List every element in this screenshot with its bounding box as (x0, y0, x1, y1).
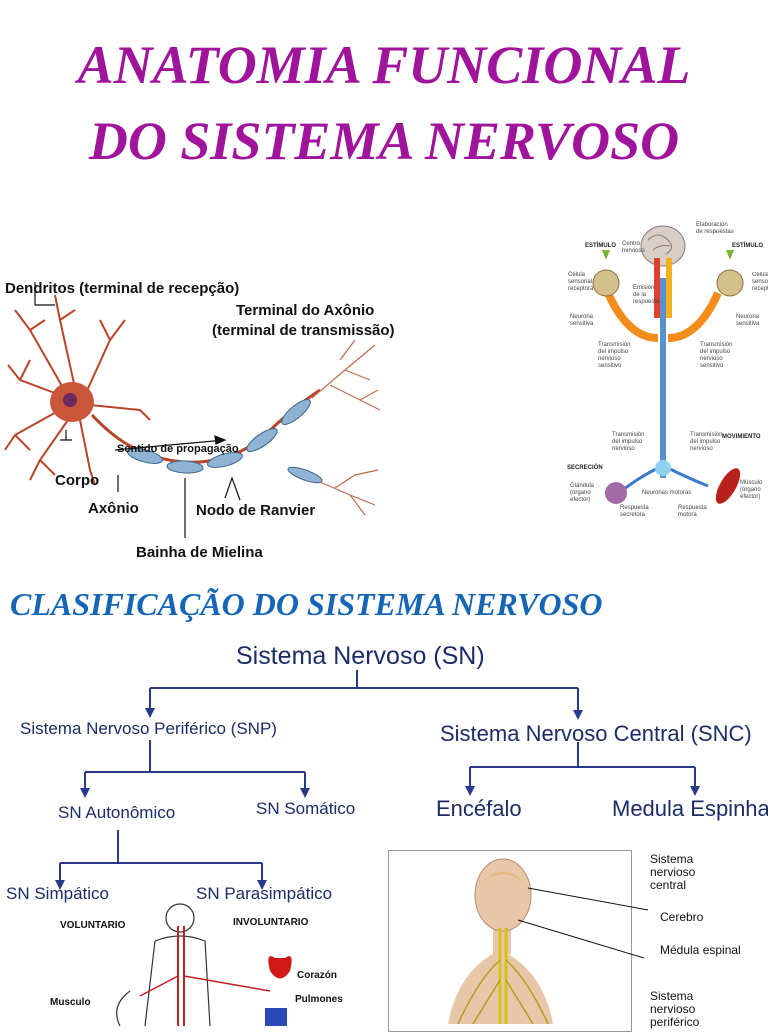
label-terminal-axonio: Terminal do Axônio (236, 302, 375, 319)
label-snc-line3: central (650, 878, 687, 892)
label-respuesta-secretora: Respuesta secretora (620, 505, 649, 518)
label-snp-line1: Sistema (650, 989, 694, 1003)
label-snc-line1: Sistema (650, 852, 694, 866)
label-sentido-propagacao: Sentido de propagação (117, 443, 239, 455)
label-snp-line3: periférico (650, 1015, 700, 1029)
label-snp-line2: nervioso (650, 1002, 696, 1016)
label-celula-left: Célula sensorial receptora (568, 272, 594, 292)
label-corazon: Corazón (297, 970, 337, 981)
label-neurona-left: Neurona sensitiva (570, 314, 594, 327)
label-medula-espinal: Médula espinal (660, 943, 741, 957)
label-bainha-mielina: Bainha de Mielina (136, 544, 263, 561)
muscle-icon (715, 468, 741, 504)
label-transmision-motor-right: Transmisión del impulso nervioso (690, 432, 723, 452)
label-neuronas-motoras: Neuronas motoras (642, 490, 692, 496)
label-secrecion: SECRECIÓN (567, 465, 603, 471)
label-estimulo-left: ESTÍMULO (585, 243, 616, 249)
receptor-cell-right (716, 269, 744, 297)
tree-medula: Medula Espinhal (612, 796, 768, 821)
reflex-arc-diagram (592, 225, 744, 504)
gland-icon (605, 482, 627, 504)
axon-terminals (311, 339, 381, 516)
heart-icon (268, 956, 292, 979)
label-estimulo-right: ESTÍMULO (732, 243, 763, 249)
neuron-diagram (4, 282, 381, 538)
tree-parasimpatico: SN Parasimpático (196, 884, 333, 903)
nucleus (63, 393, 77, 407)
label-transmision-motor-left: Transmisión del impulso nervioso (612, 432, 645, 452)
label-involuntario: INVOLUNTARIO (233, 917, 309, 928)
label-axonio: Axônio (88, 500, 139, 517)
page-title-line2: DO SISTEMA NERVOSO (88, 111, 680, 171)
dendrites (4, 294, 151, 486)
label-emision: Emisión de la respuesta (633, 285, 660, 305)
label-pulmones: Pulmones (295, 994, 343, 1005)
label-corpo: Corpo (55, 472, 100, 489)
tree-autonomico: SN Autonômico (58, 803, 176, 822)
myelin-sheath (127, 399, 323, 484)
tree-encefalo: Encéfalo (436, 796, 522, 821)
label-celula-right: Célula sensorial receptora (752, 272, 768, 292)
label-transmision-right: Transmisión del impulso nervioso sensiti… (700, 342, 733, 369)
tree-snc: Sistema Nervoso Central (SNC) (440, 721, 752, 746)
lungs-icon (265, 1008, 287, 1026)
label-snc-line2: nervioso (650, 865, 696, 879)
label-centro: Centro nervioso (622, 241, 645, 254)
label-transmision-left: Transmisión del impulso nervioso sensiti… (598, 342, 631, 369)
label-cerebro: Cerebro (660, 910, 704, 924)
tree-snp: Sistema Nervoso Periférico (SNP) (20, 719, 277, 738)
label-glandula: Glándula (órgano efector) (570, 483, 595, 503)
autonomic-figure (116, 903, 292, 1027)
page-title-line1: ANATOMIA FUNCIONAL (77, 35, 691, 95)
body-figure (448, 858, 649, 1025)
label-neurona-right: Neurona sensitiva (736, 314, 760, 327)
label-nodo-ranvier: Nodo de Ranvier (196, 502, 316, 519)
label-elaboracion: Elaboración de respuestas (696, 222, 734, 235)
label-respuesta-motora: Respuesta motora (678, 505, 707, 518)
label-voluntario: VOLUNTARIO (60, 920, 126, 931)
classification-tree-connectors (55, 670, 700, 890)
tree-simpatico: SN Simpático (6, 884, 109, 903)
label-terminal-transmissao: (terminal de transmissão) (212, 322, 395, 339)
label-musculo-efector: Músculo (órgano efector) (740, 480, 763, 500)
brain-icon (478, 871, 528, 888)
label-musculo: Musculo (50, 997, 91, 1008)
section-title: CLASIFICAÇÃO DO SISTEMA NERVOSO (10, 586, 603, 622)
tree-somatico: SN Somático (256, 799, 356, 818)
label-movimiento: MOVIMIENTO (722, 434, 761, 440)
tree-root: Sistema Nervoso (SN) (236, 642, 485, 670)
label-dendritos: Dendritos (terminal de recepção) (5, 280, 240, 297)
receptor-cell-left (592, 269, 620, 297)
